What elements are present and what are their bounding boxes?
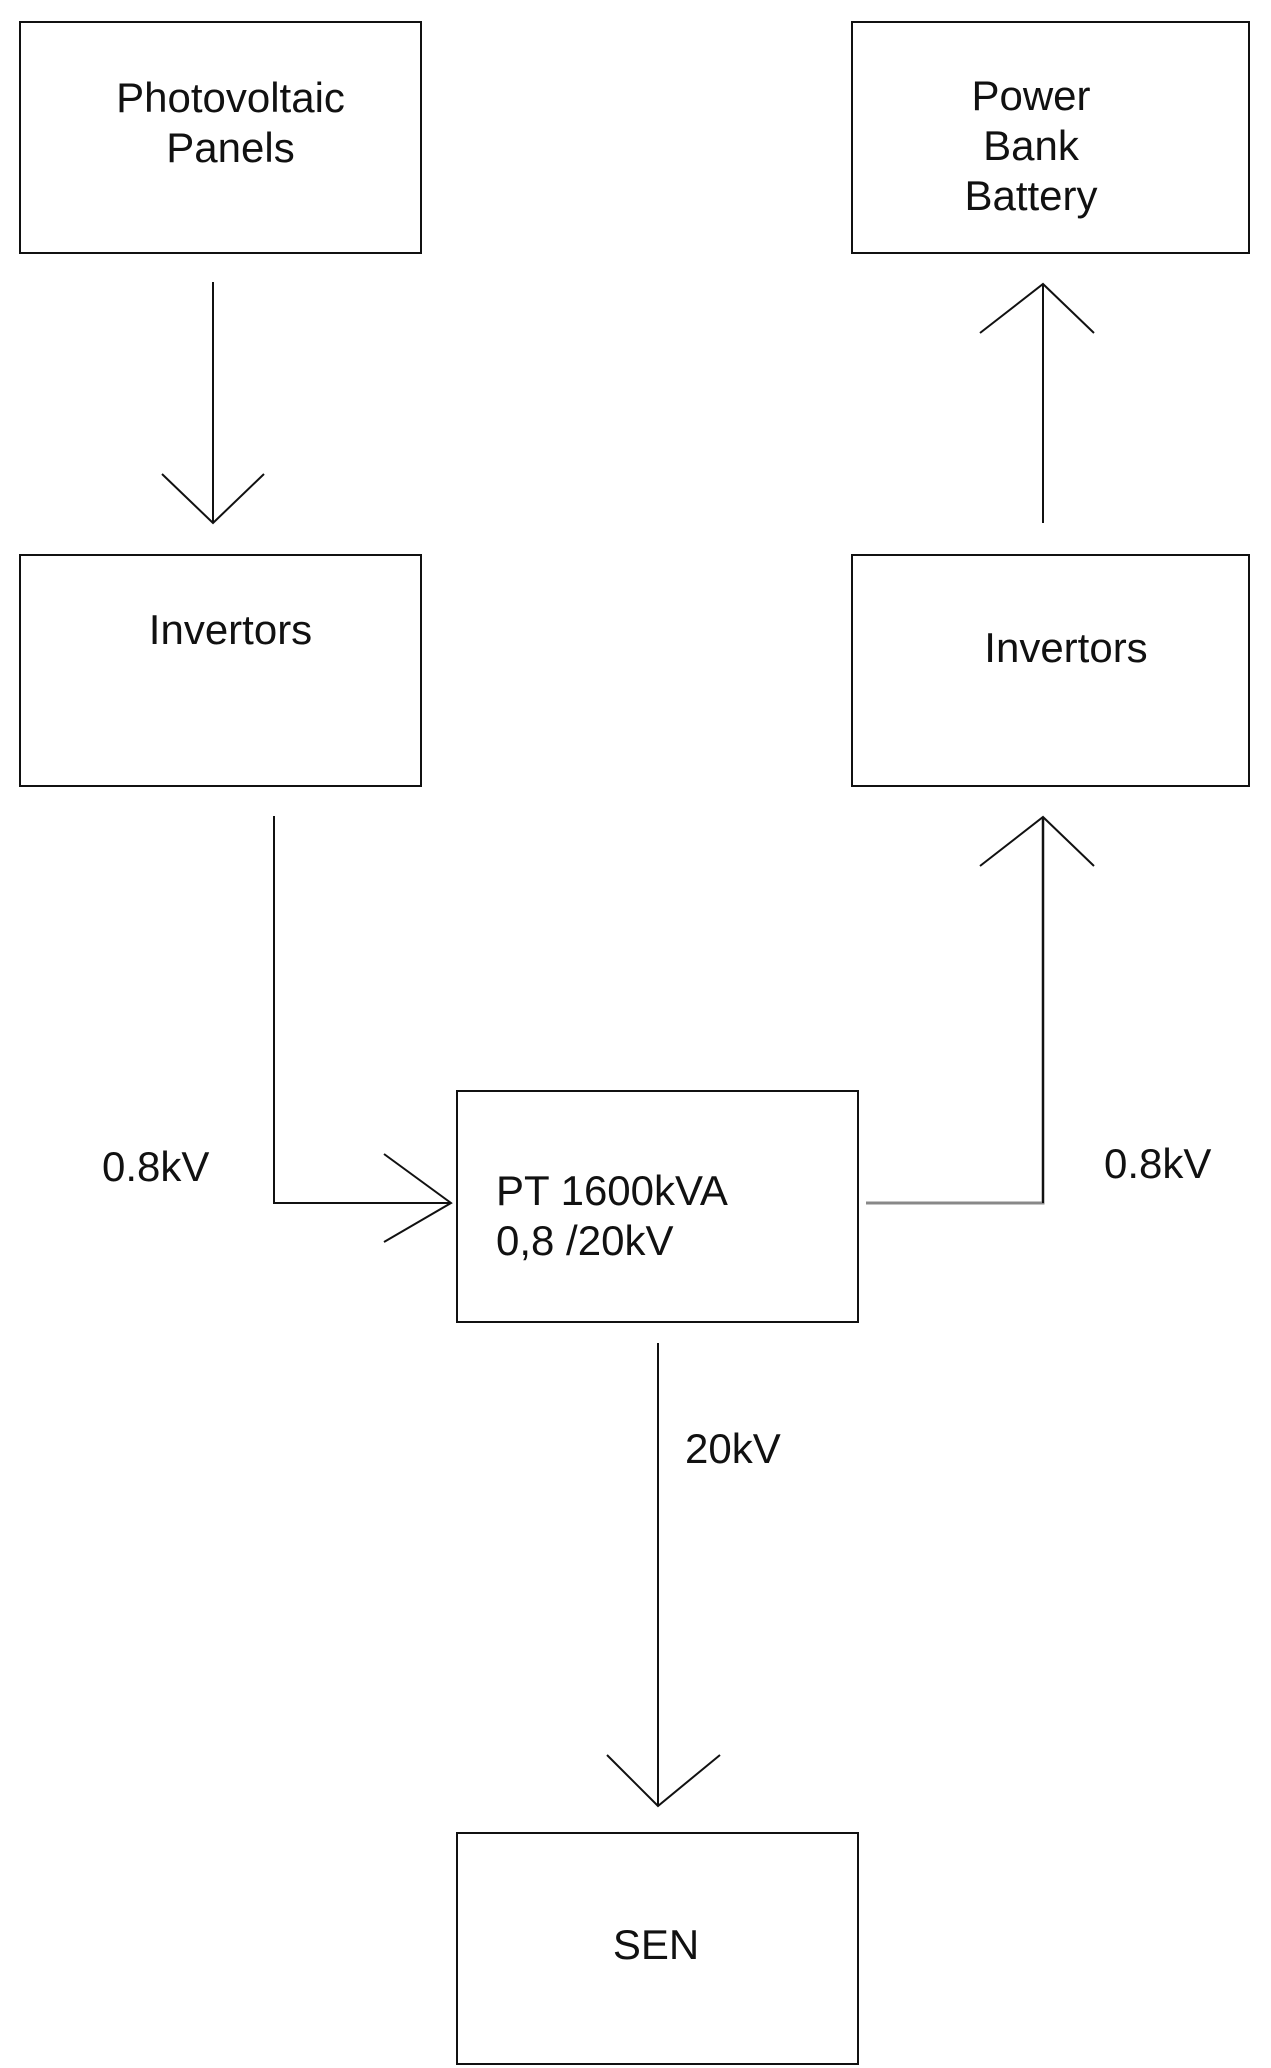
arrow-invertors-to-battery [979, 282, 1095, 523]
arrow-transformer-to-invertors [866, 815, 1095, 1205]
label-sen: SEN [612, 1921, 700, 1968]
arrow-transformer-to-sen [606, 1343, 721, 1808]
label-photovoltaic-panels: Photovoltaic Panels [116, 74, 345, 171]
node-photovoltaic-panels [19, 21, 422, 254]
node-invertors-left [19, 554, 422, 787]
node-power-bank-battery [851, 21, 1250, 254]
arrow-invertors-to-transformer [273, 816, 453, 1243]
node-sen [456, 1832, 859, 2065]
edge-label-grid-voltage: 20kV [685, 1425, 781, 1472]
edge-label-right-voltage: 0.8kV [1104, 1140, 1212, 1187]
node-invertors-right [851, 554, 1250, 787]
label-power-bank-battery: Power Bank Battery [964, 72, 1098, 219]
label-invertors-left: Invertors [148, 606, 313, 653]
arrow-pv-to-invertors [161, 282, 265, 525]
label-pt-transformer: PT 1600kVA 0,8 /20kV [496, 1167, 728, 1264]
node-pt-transformer [456, 1090, 859, 1323]
label-invertors-right: Invertors [984, 624, 1148, 671]
edge-label-left-voltage: 0.8kV [102, 1143, 210, 1190]
